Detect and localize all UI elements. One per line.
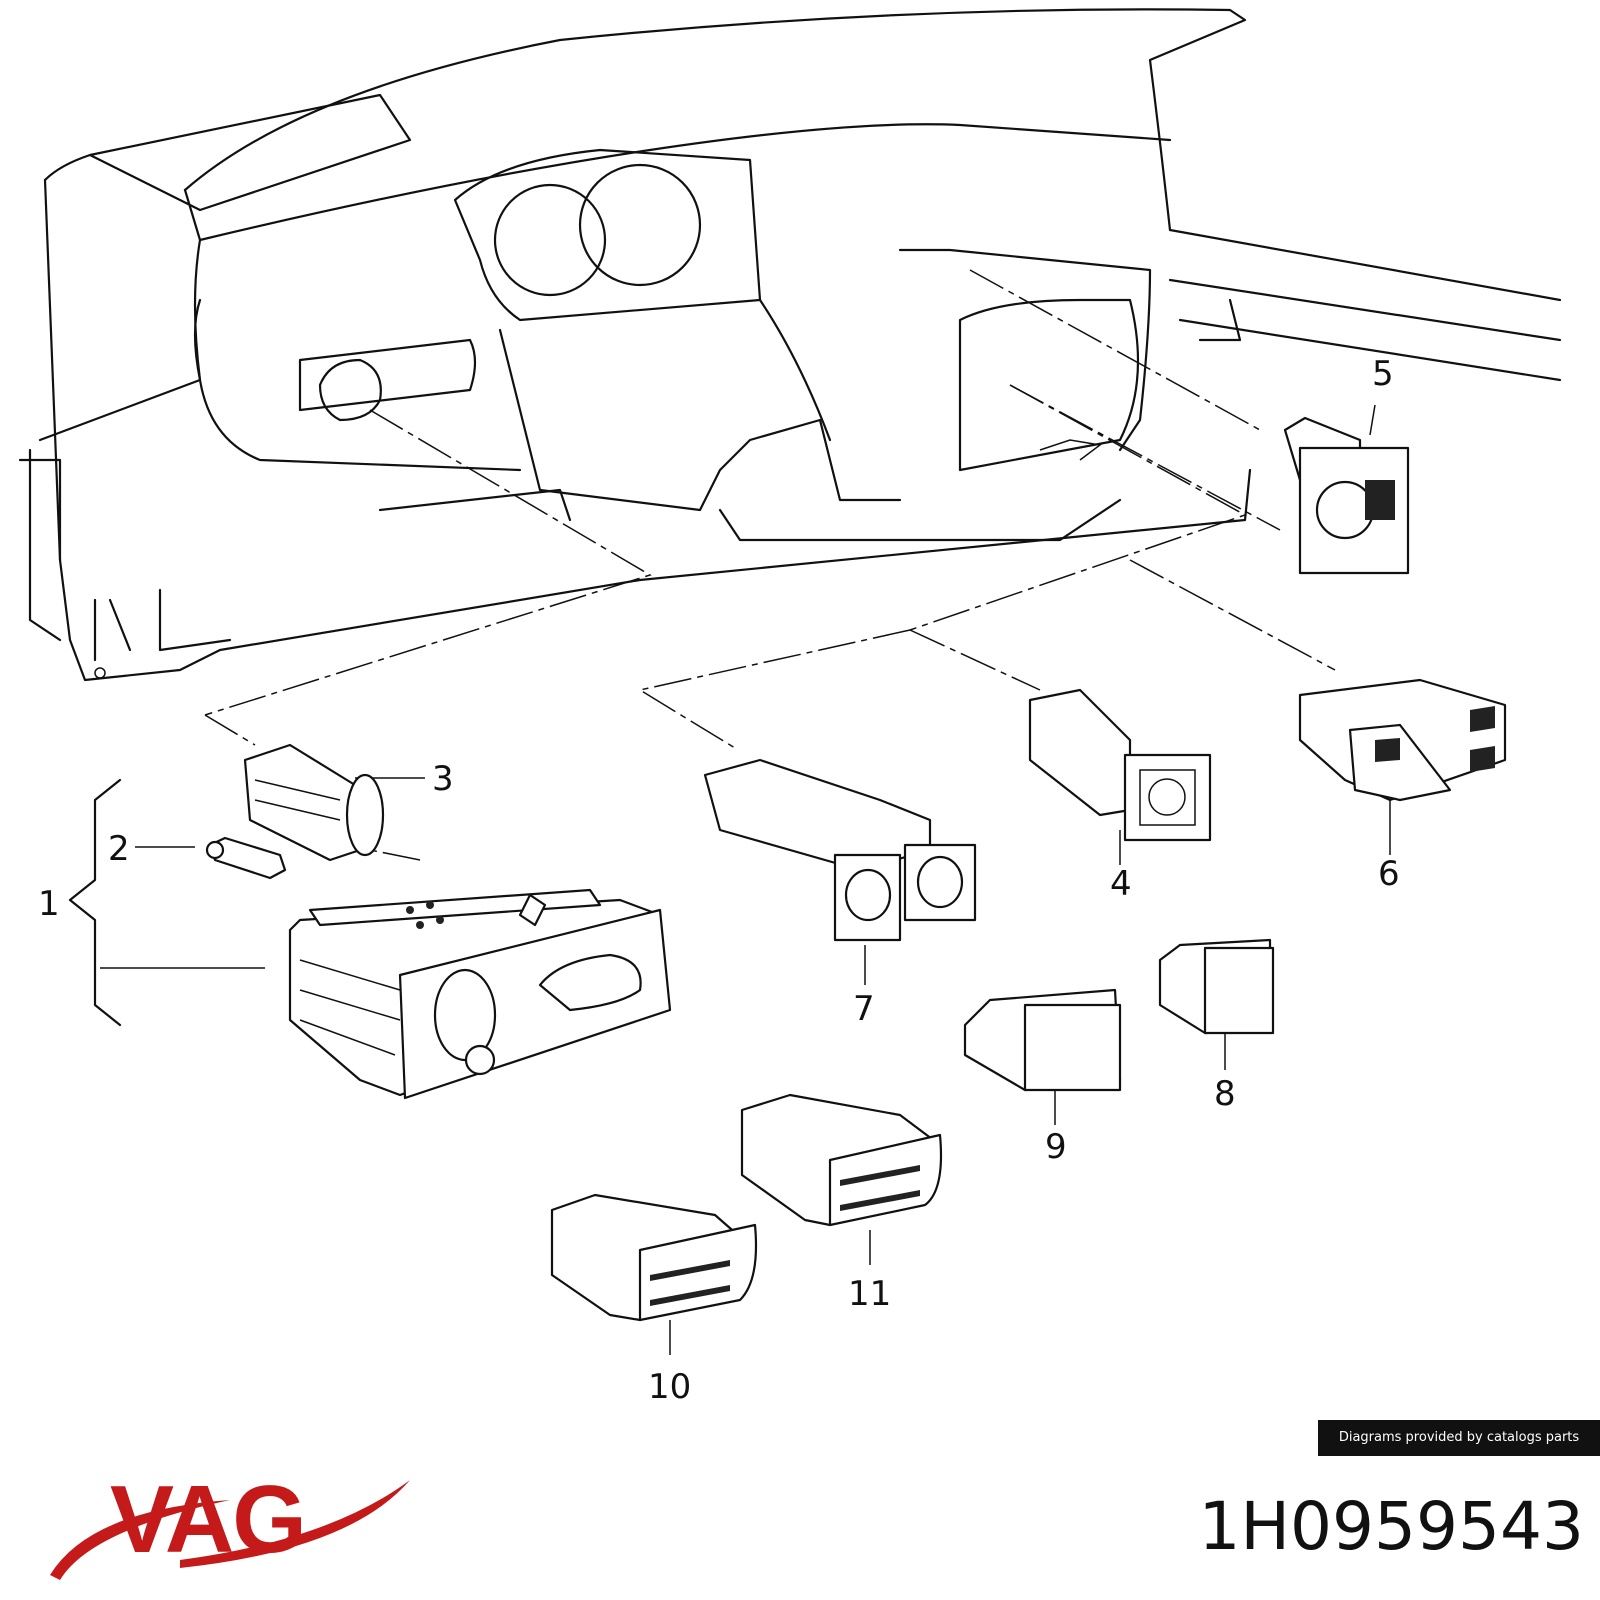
callout-2: 2 <box>108 829 130 869</box>
callout-11: 11 <box>848 1274 891 1314</box>
part-4-switch <box>1028 688 1212 842</box>
callout-10: 10 <box>648 1367 691 1407</box>
logo-text: VAG <box>110 1466 305 1573</box>
part-3-dimmer <box>243 743 385 862</box>
part-8-blank-cover <box>1158 938 1275 1035</box>
part-10-switch <box>550 1193 758 1322</box>
logo-swoosh <box>50 1500 230 1580</box>
callout-9: 9 <box>1045 1127 1067 1167</box>
attribution-badge: Diagrams provided by catalogs parts <box>1318 1420 1600 1456</box>
callout-1: 1 <box>38 884 60 924</box>
part-1-light-switch <box>288 888 672 1100</box>
part-7-double-switch <box>703 758 977 942</box>
vag-logo: VAG <box>50 1466 410 1580</box>
callout-6: 6 <box>1378 854 1400 894</box>
callout-4: 4 <box>1110 864 1132 904</box>
part-6-switch-panel <box>1298 678 1507 802</box>
part-11-switch <box>740 1093 943 1227</box>
part-number: 1H0959543 <box>1198 1488 1584 1565</box>
part-5-seat-heater-switch <box>1283 416 1410 575</box>
part-9-blank-cover <box>963 988 1122 1092</box>
part-2-bulb <box>205 836 287 880</box>
logo-swoosh-right <box>180 1480 410 1568</box>
callout-labels: 1 2 3 4 5 6 7 8 9 10 11 <box>38 354 1400 1407</box>
callout-5: 5 <box>1372 354 1394 394</box>
callout-3: 3 <box>432 759 454 799</box>
callout-8: 8 <box>1214 1074 1236 1114</box>
callout-7: 7 <box>853 989 875 1029</box>
dashboard-illustration <box>18 8 1562 682</box>
leader-lines <box>68 269 1391 1355</box>
